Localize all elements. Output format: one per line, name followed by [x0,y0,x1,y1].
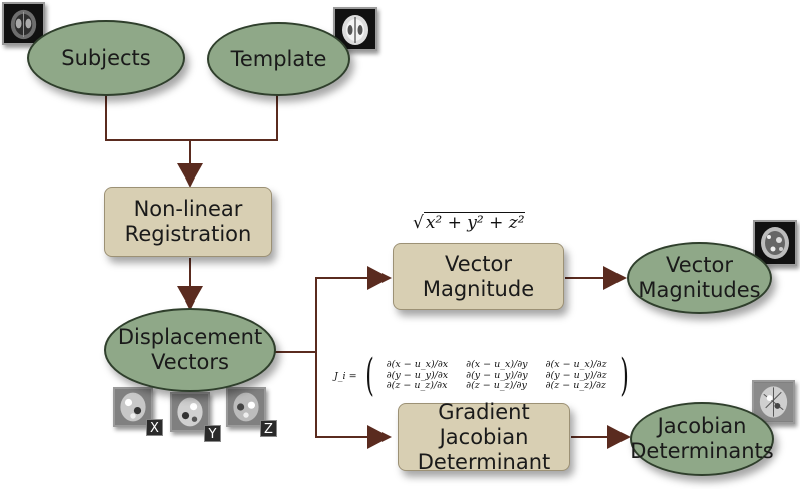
jacobian-matrix: ∂(x − u_x)/∂x ∂(x − u_x)/∂y ∂(x − u_x)/∂… [378,360,616,392]
matrix-cell: ∂(x − u_x)/∂x [386,359,449,371]
brain-scan-icon [113,387,153,427]
magnitude-expression: x² + y² + z² [423,212,525,233]
matrix-cell: ∂(z − u_z)/∂y [466,380,527,392]
axis-tag-y: Y [204,425,221,442]
matrix-cell: ∂(x − u_x)/∂z [545,359,607,371]
matrix-cell: ∂(z − u_z)/∂z [545,380,606,392]
brain-scan-icon [752,380,795,424]
registration-label: Non-linear Registration [124,197,252,246]
brain-scan-icon [2,2,45,45]
magnitude-formula: √x² + y² + z² [413,212,525,233]
connector-subjects-template [105,95,278,141]
axis-tag-x: X [146,419,163,436]
matrix-cell: ∂(x − u_x)/∂y [466,359,528,371]
jacobian-determinants-label: Jacobian Determinants [630,414,774,463]
brain-scan-icon [170,392,210,432]
vector-magnitude-node: Vector Magnitude [393,243,564,310]
connector-to-gradient-jacobian [315,352,392,442]
matrix-cell: ∂(y − u_y)/∂z [545,369,607,381]
matrix-cell: ∂(z − u_z)/∂x [386,380,448,392]
jacobian-formula: J_i = ( ∂(x − u_x)/∂x ∂(x − u_x)/∂y ∂(x … [334,350,629,401]
displacement-label: Displacement Vectors [117,325,263,374]
displacement-node: Displacement Vectors [104,308,276,392]
registration-node: Non-linear Registration [104,187,272,257]
subjects-node: Subjects [27,20,185,96]
jacobian-lhs: J_i = [334,370,357,382]
gradient-jacobian-node: Gradient Jacobian Determinant [398,400,570,474]
vector-magnitudes-node: Vector Magnitudes [627,242,772,314]
gradient-jacobian-label: Gradient Jacobian Determinant [417,399,551,474]
vector-magnitude-label: Vector Magnitude [422,251,535,301]
template-label: Template [230,46,327,71]
matrix-cell: ∂(y − u_y)/∂x [386,369,449,381]
vector-magnitudes-label: Vector Magnitudes [638,253,761,302]
template-node: Template [207,22,350,96]
brain-scan-icon [226,387,266,427]
sqrt-sign: √ [413,213,424,233]
connector-to-vector-magnitude [315,273,392,352]
axis-tag-z: Z [260,420,277,437]
subjects-label: Subjects [61,45,151,70]
jacobian-determinants-node: Jacobian Determinants [630,402,774,476]
matrix-cell: ∂(y − u_y)/∂y [466,369,528,381]
